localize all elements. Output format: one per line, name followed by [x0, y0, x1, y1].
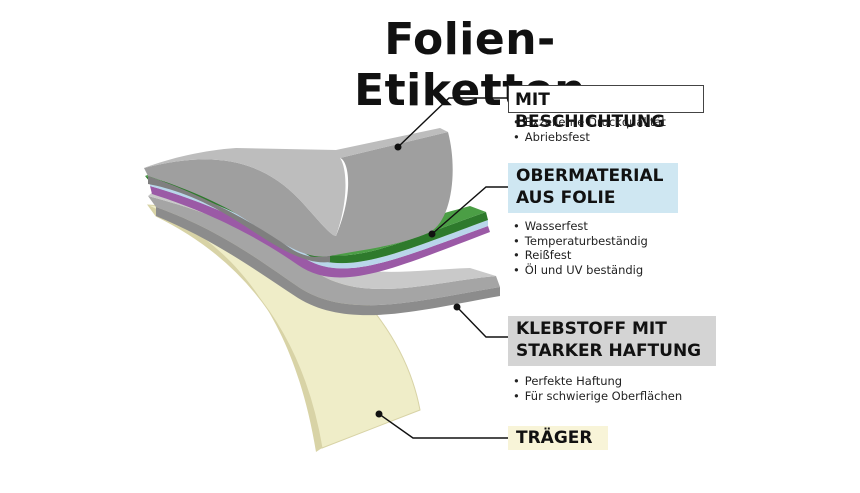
bullet-item: Öl und UV beständig: [513, 263, 648, 278]
bullets-adhesive: Perfekte Haftung Für schwierige Oberfläc…: [513, 374, 682, 403]
label-coating: MIT BESCHICHTUNG: [508, 85, 704, 132]
label-top-material: OBERMATERIAL AUS FOLIE: [508, 163, 678, 213]
label-top-material-line2: AUS FOLIE: [516, 188, 616, 208]
bullet-item: Abriebsfest: [513, 130, 666, 145]
label-carrier-text: TRÄGER: [516, 428, 593, 448]
label-adhesive-line1: KLEBSTOFF MIT: [516, 319, 667, 339]
label-carrier: TRÄGER: [508, 426, 608, 450]
leader-lines: [378, 97, 508, 439]
bullets-top-material: Wasserfest Temperaturbeständig Reißfest …: [513, 219, 648, 277]
bullet-item: Wasserfest: [513, 219, 648, 234]
bullet-item: Exzellente Druckqualität: [513, 115, 666, 130]
bullets-coating: Exzellente Druckqualität Abriebsfest: [513, 115, 666, 144]
label-top-material-line1: OBERMATERIAL: [516, 166, 664, 186]
bullet-item: Perfekte Haftung: [513, 374, 682, 389]
coating-layer: [144, 128, 453, 263]
bullet-item: Temperaturbeständig: [513, 234, 648, 249]
bullet-item: Für schwierige Oberflächen: [513, 389, 682, 404]
leader-dots: [375, 143, 461, 418]
bullet-item: Reißfest: [513, 248, 648, 263]
label-adhesive-line2: STARKER HAFTUNG: [516, 341, 702, 361]
label-adhesive: KLEBSTOFF MIT STARKER HAFTUNG: [508, 316, 716, 366]
